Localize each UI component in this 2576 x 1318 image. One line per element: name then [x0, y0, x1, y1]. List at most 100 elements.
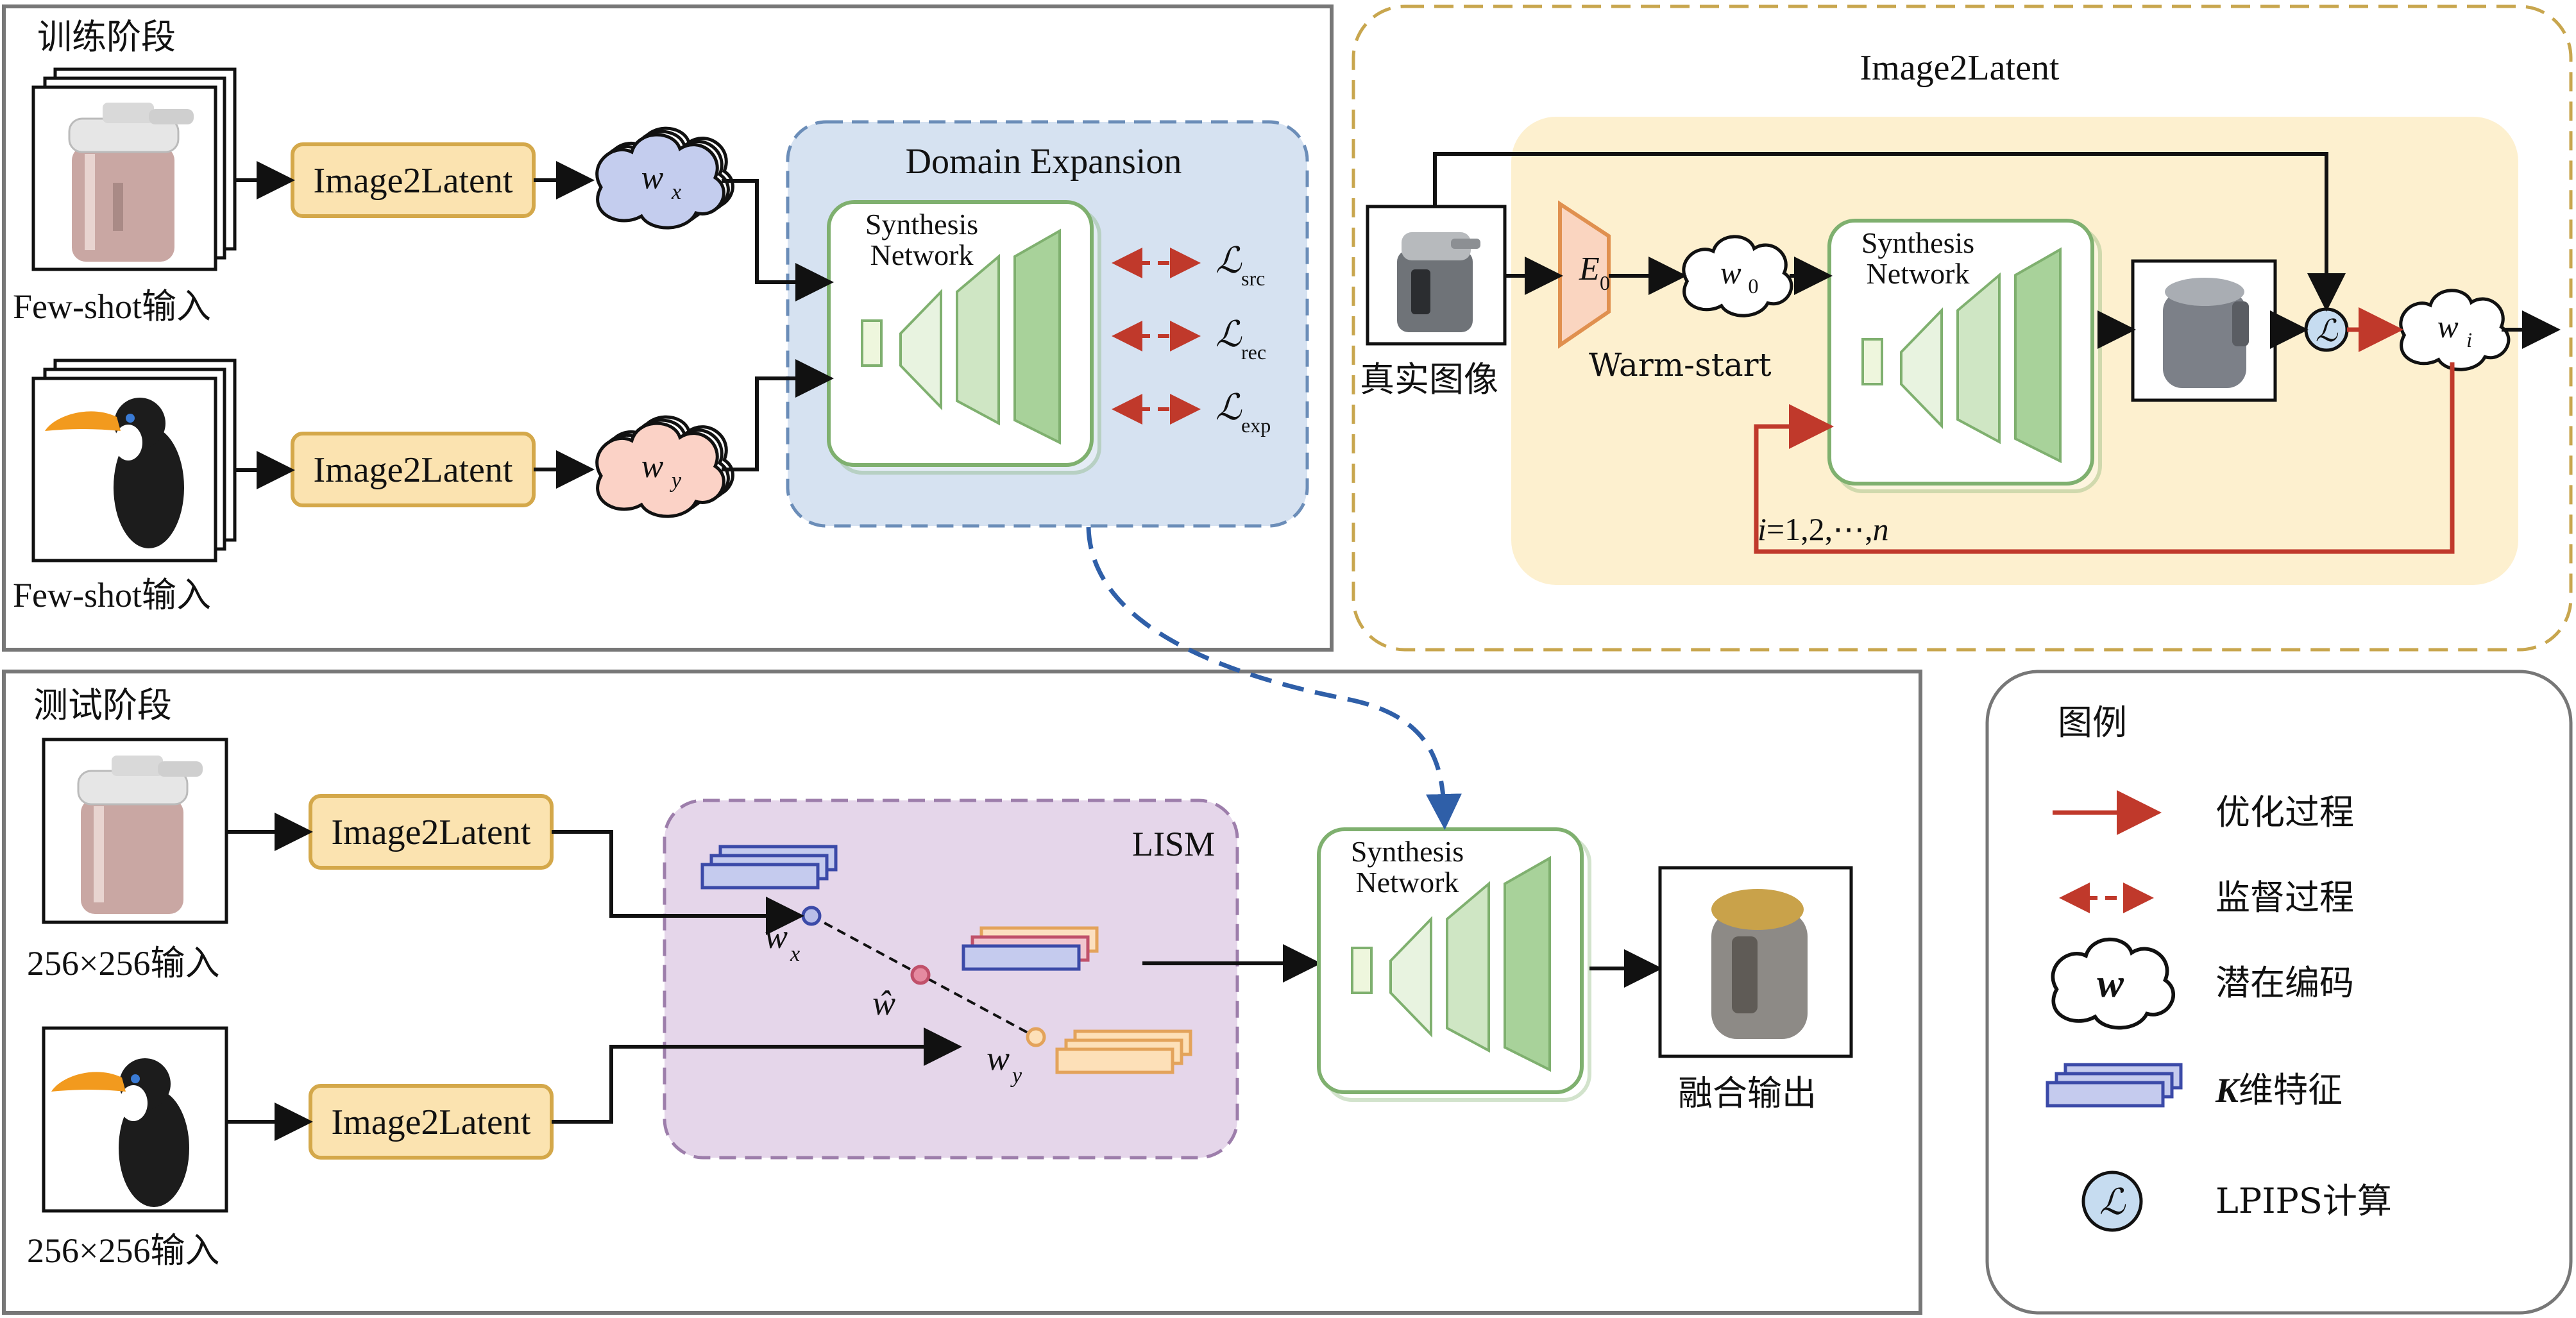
warm-start-label: Warm-start: [1589, 346, 1772, 384]
feature-stack-x: [702, 847, 836, 888]
test-panel: 测试阶段 256×256输入 256×256输入 Image2Latent: [2, 670, 1922, 1315]
label-wy: w y: [987, 1039, 1022, 1088]
legend-item-features: K维特征: [2046, 1063, 2343, 1110]
label-what: ŵ: [872, 984, 895, 1022]
svg-text:优化过程: 优化过程: [2216, 792, 2354, 832]
svg-text:w: w: [987, 1039, 1010, 1077]
encoder-e0: E 0: [1558, 200, 1611, 349]
svg-text:Image2Latent: Image2Latent: [332, 1103, 531, 1142]
svg-text:w: w: [641, 448, 664, 485]
svg-text:w: w: [2097, 961, 2124, 1006]
svg-text:w: w: [1720, 255, 1741, 291]
loss-exp: ℒ exp: [1112, 388, 1271, 437]
feature-stack-y: [1055, 1029, 1192, 1074]
train-title: 训练阶段: [37, 17, 176, 57]
fused-output-image: [1658, 866, 1853, 1058]
image2latent-title: Image2Latent: [1860, 48, 2060, 88]
few-shot-input-2: [31, 359, 237, 562]
svg-text:src: src: [1241, 267, 1265, 290]
loss-src: ℒ src: [1112, 241, 1265, 290]
svg-text:w: w: [765, 917, 788, 956]
svg-text:E: E: [1579, 251, 1600, 287]
svg-text:ℒ: ℒ: [1216, 241, 1242, 281]
few-shot-input-2-label: Few-shot输入: [13, 576, 211, 614]
svg-text:x: x: [671, 180, 681, 204]
legend-item-lpips: ℒ LPIPS计算: [2081, 1170, 2392, 1232]
real-image-label: 真实图像: [1360, 359, 1498, 400]
latent-cloud-wi: w i: [2399, 289, 2511, 371]
legend-item-latent: w 潜在编码: [2051, 937, 2354, 1030]
point-what: [910, 965, 931, 985]
legend-title: 图例: [2058, 702, 2127, 743]
image2latent-encoder-2: Image2Latent: [291, 432, 536, 507]
svg-text:ℒ: ℒ: [1216, 315, 1242, 355]
train-panel: 训练阶段 Few-shot输入: [2, 4, 1334, 652]
svg-text:y: y: [670, 469, 682, 493]
point-wx: [801, 906, 822, 926]
svg-text:0: 0: [1748, 275, 1758, 298]
toucan-image: [45, 398, 184, 548]
svg-text:Image2Latent: Image2Latent: [314, 450, 513, 490]
point-wy: [1026, 1027, 1046, 1047]
svg-text:LPIPS计算: LPIPS计算: [2216, 1181, 2392, 1221]
svg-text:K维特征: K维特征: [2215, 1070, 2343, 1110]
few-shot-input-1: [31, 67, 237, 271]
svg-text:ℒ: ℒ: [2099, 1183, 2126, 1222]
kettle-image: [68, 103, 194, 262]
svg-text:exp: exp: [1241, 414, 1271, 437]
svg-text:w: w: [2437, 309, 2459, 344]
svg-text:rec: rec: [1241, 341, 1266, 364]
lpips-loss-node: ℒ: [2304, 307, 2349, 352]
domain-expansion-title: Domain Expansion: [906, 142, 1182, 182]
svg-text:Synthesis: Synthesis: [1861, 226, 1974, 259]
fused-output-label: 融合输出: [1678, 1073, 1817, 1113]
synthesis-network-test: Synthesis Network: [1319, 829, 1589, 1100]
test-image2latent-encoder-2: Image2Latent: [309, 1084, 554, 1160]
real-image: [1366, 205, 1507, 346]
loss-rec: ℒ rec: [1112, 315, 1266, 364]
test-input-1: [42, 738, 228, 924]
synthesis-network-i2l: Synthesis Network: [1829, 221, 2100, 491]
svg-text:Image2Latent: Image2Latent: [314, 161, 513, 201]
generated-image: [2131, 259, 2277, 402]
stacked-feature-icon: [2046, 1063, 2183, 1108]
legend-item-optimization: 优化过程: [2053, 790, 2354, 835]
svg-text:监督过程: 监督过程: [2216, 877, 2354, 918]
svg-text:Network: Network: [1356, 866, 1459, 899]
svg-text:w: w: [641, 160, 664, 196]
svg-text:ℒ: ℒ: [2316, 314, 2339, 348]
legend-item-supervision: 监督过程: [2059, 877, 2354, 918]
feature-stack-mix: [962, 926, 1099, 971]
svg-text:x: x: [790, 942, 800, 966]
domain-transfer-arrow: [1086, 527, 1462, 830]
iteration-label: i=1,2,⋯,n: [1758, 511, 1889, 547]
svg-text:i=1,2,⋯,n: i=1,2,⋯,n: [1758, 511, 1889, 547]
svg-text:y: y: [1010, 1064, 1022, 1088]
svg-text:Network: Network: [1867, 257, 1970, 290]
cloud-latent-icon: w: [2051, 937, 2175, 1030]
lism-title: LISM: [1132, 825, 1215, 863]
svg-text:i: i: [2466, 328, 2472, 351]
test-input-2-label: 256×256输入: [27, 1231, 219, 1270]
svg-text:Image2Latent: Image2Latent: [332, 813, 531, 852]
legend-panel: 图例 优化过程 监督过程 w 潜在编码 K维特征: [1985, 670, 2573, 1315]
test-image2latent-encoder-1: Image2Latent: [309, 794, 554, 870]
svg-text:Synthesis: Synthesis: [1351, 835, 1464, 868]
image2latent-encoder-1: Image2Latent: [291, 142, 536, 218]
test-input-2: [42, 1026, 228, 1213]
lism-box: LISM w x ŵ: [663, 798, 1239, 1160]
lpips-circle-icon: ℒ: [2081, 1170, 2143, 1232]
domain-expansion-box: Domain Expansion Synthesis Network ℒ src…: [786, 120, 1309, 528]
svg-text:0: 0: [1600, 271, 1610, 294]
image2latent-panel: Image2Latent 真实图像 E 0 Warm-start w 0: [1352, 4, 2573, 652]
latent-cloud-wy: w y: [595, 417, 733, 518]
svg-text:ℒ: ℒ: [1216, 388, 1242, 428]
svg-text:Network: Network: [870, 239, 974, 271]
svg-text:潜在编码: 潜在编码: [2216, 963, 2354, 1003]
test-title: 测试阶段: [33, 685, 172, 725]
few-shot-input-1-label: Few-shot输入: [13, 287, 211, 326]
test-input-1-label: 256×256输入: [27, 944, 219, 983]
latent-cloud-wx: w x: [595, 128, 733, 230]
latent-cloud-w0: w 0: [1682, 235, 1793, 317]
svg-text:Synthesis: Synthesis: [865, 208, 978, 241]
